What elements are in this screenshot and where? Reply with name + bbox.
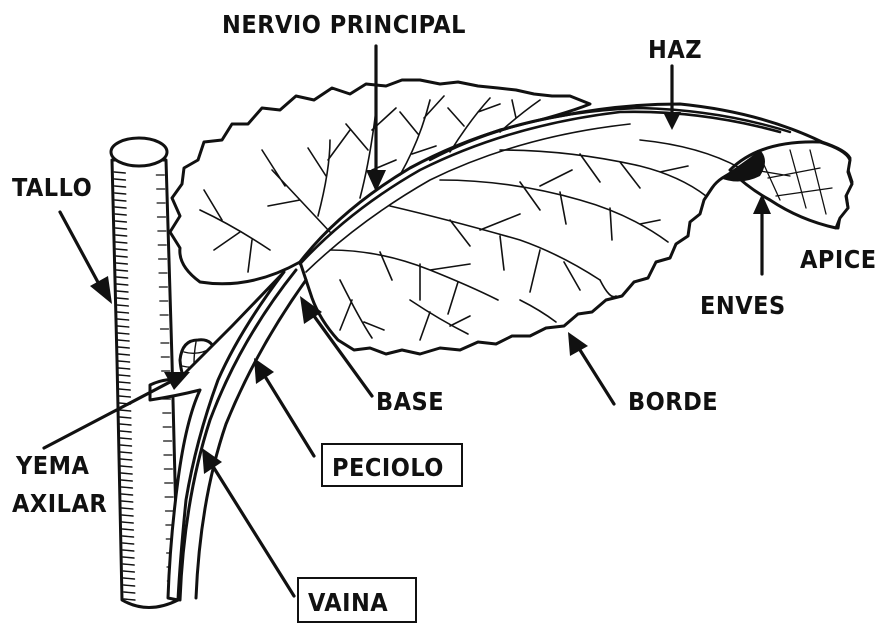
label-borde: BORDE bbox=[628, 387, 718, 416]
label-vaina: VAINA bbox=[308, 588, 388, 617]
label-nervio-principal: NERVIO PRINCIPAL bbox=[222, 10, 466, 39]
label-apice: APICE bbox=[800, 245, 877, 274]
label-tallo: TALLO bbox=[12, 173, 92, 202]
label-yema: YEMA bbox=[15, 451, 90, 480]
label-haz: HAZ bbox=[648, 35, 702, 64]
label-base: BASE bbox=[376, 387, 444, 416]
label-peciolo: PECIOLO bbox=[332, 453, 444, 482]
label-enves: ENVES bbox=[700, 291, 786, 320]
label-axilar: AXILAR bbox=[12, 489, 107, 518]
